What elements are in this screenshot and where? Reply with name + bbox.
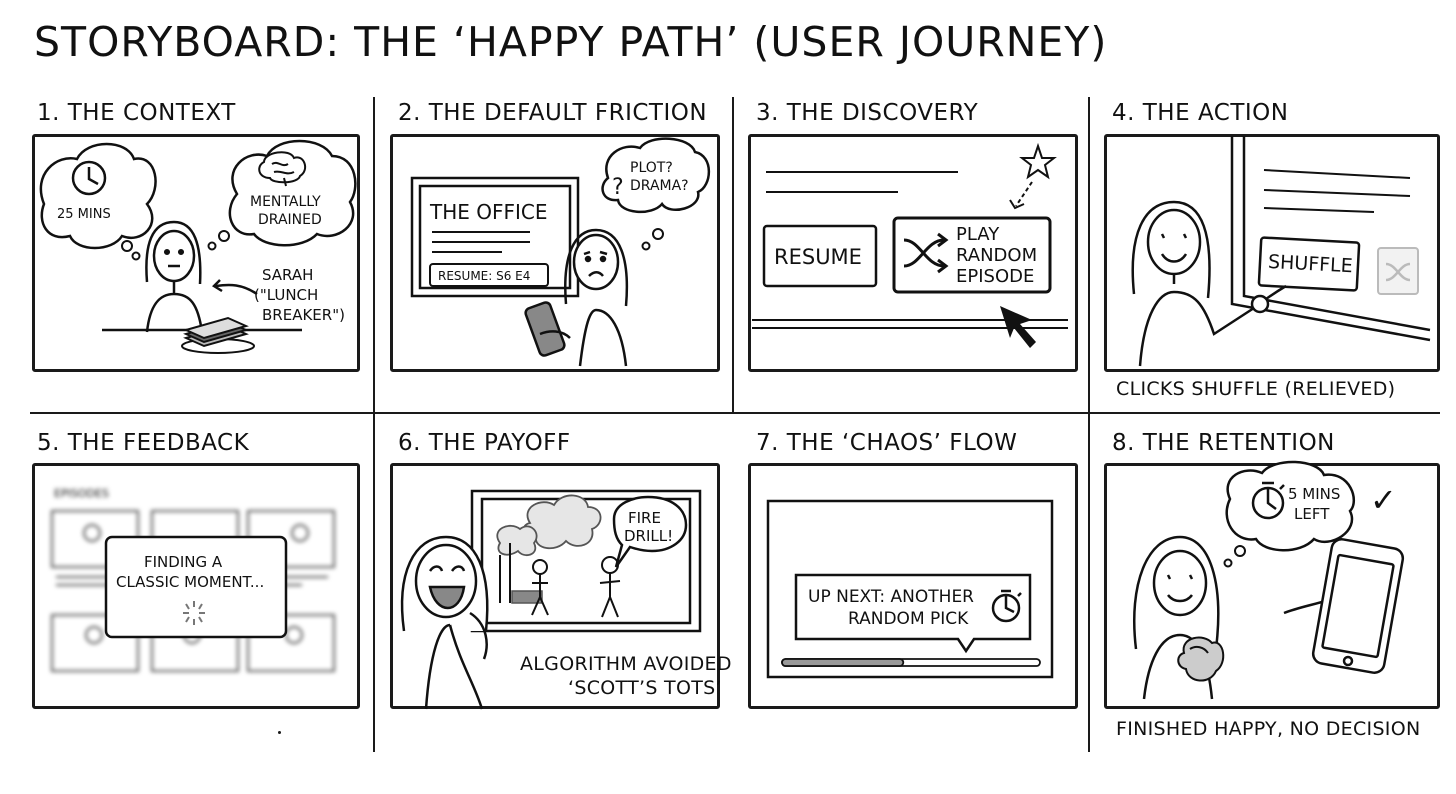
panel-8-heading: 8. THE RETENTION [1112,430,1335,456]
shuffle-button-label: SHUFFLE [1267,251,1353,277]
panel-1-drawing: 25 MINS MENTALLY DRAINED SARAH ("LUNCH B… [39,139,357,354]
woman-figure [564,228,629,367]
tv-screen [1230,136,1431,342]
panel-6-caption-2: ‘SCOTT’S TOTS’ [568,677,722,699]
panel-7-drawing: UP NEXT: ANOTHER RANDOM PICK [766,499,1054,679]
divider-v1 [373,97,375,752]
up-next-card [794,573,1032,654]
panel-6-drawing: FIRE DRILL! [400,489,702,710]
question-mark: ? [612,175,624,200]
panel-8-drawing: 5 MINS LEFT ✓ [1132,460,1405,700]
snack-bag-icon [1177,636,1225,682]
smoke-cloud [496,494,602,557]
thought-line-1: 5 MINS [1288,485,1340,503]
panel-3-drawing: RESUME PLAY RANDOM EPISODE [752,142,1068,348]
panel-3-heading: 3. THE DISCOVERY [756,100,979,126]
name-arrow [215,283,258,296]
panel-7-heading: 7. THE ‘CHAOS’ FLOW [756,430,1018,456]
timer-icon [991,589,1022,623]
spinner-icon [183,601,205,625]
name-line-1: SARAH [262,266,313,284]
resume-chip[interactable] [429,263,549,287]
panel-4-heading: 4. THE ACTION [1112,100,1289,126]
thought-line-1: PLOT? [630,160,673,176]
stray-dot [278,731,281,734]
play-random-button[interactable] [892,216,1052,294]
panel-8-caption: FINISHED HAPPY, NO DECISION [1116,718,1421,740]
random-line-1: PLAY [956,224,1000,245]
upnext-line-1: UP NEXT: ANOTHER [808,587,974,607]
smartphone-icon [1311,538,1405,674]
panel-5-heading: 5. THE FEEDBACK [37,430,250,456]
time-thought-cloud [1225,460,1355,552]
episodes-label: EPISODES [54,487,109,500]
phone-icon [524,301,571,357]
panel-2-drawing: THE OFFICE RESUME: S6 E4 ? PLOT? DRAMA? [410,137,711,367]
name-line-2: ("LUNCH [254,286,318,304]
panel-2-heading: 2. THE DEFAULT FRICTION [398,100,708,126]
loading-line-2: CLASSIC MOMENT... [116,573,264,591]
thought-line-2: LEFT [1294,505,1330,523]
laughing-woman [400,535,489,710]
panel-5-drawing: EPISODES FINDING A CLASSIC MOMENT... [51,487,335,672]
speech-line-2: DRILL! [624,527,673,545]
divider-h [30,412,1440,414]
page-title: STORYBOARD: THE ‘HAPPY PATH’ (USER JOURN… [34,18,1108,66]
panel-1-heading: 1. THE CONTEXT [37,100,236,126]
resume-button-label: RESUME [774,245,862,269]
random-line-2: RANDOM [956,245,1037,266]
speech-bubble [612,495,688,568]
thought-line-1: MENTALLY [250,194,321,210]
resume-button[interactable] [762,224,878,288]
time-thought-cloud [39,142,157,250]
name-line-3: BREAKER") [262,306,345,324]
panel-6-heading: 6. THE PAYOFF [398,430,571,456]
star-icon [1019,142,1057,180]
panel-4-drawing: SHUFFLE [1131,136,1431,367]
woman-figure [1132,535,1220,700]
loading-line-1: FINDING A [144,553,223,571]
stopwatch-icon [1251,481,1285,520]
shuffle-icon [903,232,949,274]
divider-v3 [1088,97,1090,752]
office-characters [499,543,621,618]
thought-line-2: DRAINED [258,212,322,228]
panel-6-caption-1: ALGORITHM AVOIDED [520,653,732,675]
clock-icon [71,160,107,196]
speech-line-1: FIRE [628,509,661,527]
sandwich-icon [181,316,255,354]
loading-dialog [104,535,288,639]
brain-icon [258,151,307,187]
confused-thought-cloud [601,137,711,213]
woman-figure [1131,200,1287,367]
checkmark-icon: ✓ [1370,481,1397,519]
divider-v2 [732,97,734,413]
sarah-figure [145,220,204,333]
random-line-3: EPISODE [956,266,1034,287]
resume-chip-label: RESUME: S6 E4 [438,269,530,283]
time-label: 25 MINS [57,207,111,222]
shuffle-button[interactable] [1257,236,1361,292]
cursor-icon [1000,306,1036,348]
progress-fill [781,658,905,667]
panel-4-caption: CLICKS SHUFFLE (RELIEVED) [1116,378,1396,400]
upnext-line-2: RANDOM PICK [848,609,969,629]
thought-line-2: DRAMA? [630,178,689,194]
show-title: THE OFFICE [429,200,548,224]
